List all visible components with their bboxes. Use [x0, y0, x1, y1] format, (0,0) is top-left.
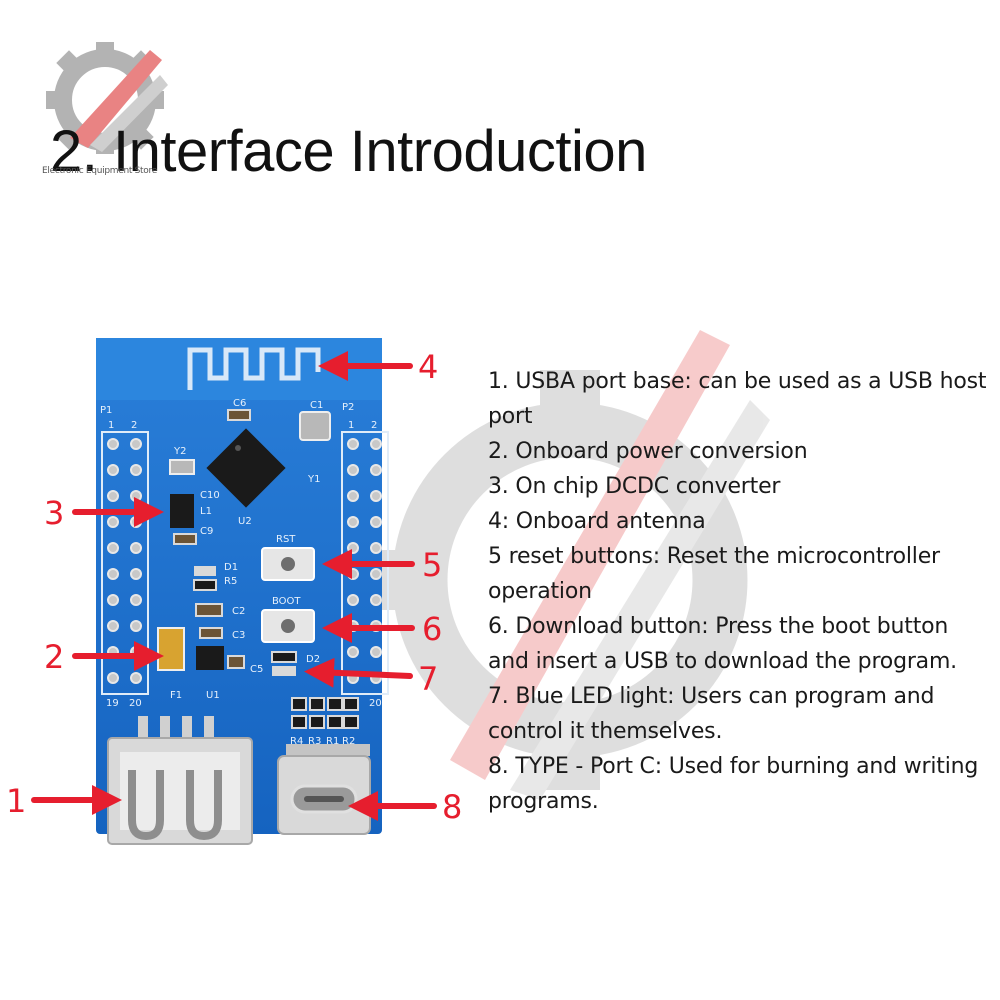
description-item-5: 5 reset buttons: Reset the microcontroll…: [488, 544, 940, 604]
label-r5: R5: [224, 576, 237, 587]
callout-number-4: 4: [418, 348, 438, 386]
onboard-antenna: [187, 347, 321, 390]
description-item-4: 4: Onboard antenna: [488, 509, 706, 534]
label-l1: L1: [200, 506, 212, 517]
dcdc-converter: [170, 494, 194, 528]
description-item-2: 2. Onboard power conversion: [488, 439, 808, 464]
label-rst: RST: [276, 534, 296, 545]
crystal-y1: [299, 411, 331, 441]
label-p2: P2: [342, 402, 354, 413]
pin-header-left: [101, 431, 149, 695]
page-title: 2. Interface Introduction: [50, 119, 647, 184]
description-item-8: 8. TYPE - Port C: Used for burning and w…: [488, 754, 979, 814]
label-c9: C9: [200, 526, 213, 537]
label-c5: C5: [250, 664, 263, 675]
label-pin-1-right: 1: [348, 420, 354, 431]
regulator-u1: [196, 646, 224, 670]
resistor-array: [291, 697, 359, 729]
label-pin-2-left: 2: [131, 420, 137, 431]
callout-number-8: 8: [442, 788, 462, 826]
label-pin-1-left: 1: [108, 420, 114, 431]
cap-c9: [173, 533, 197, 545]
callout-number-5: 5: [422, 546, 442, 584]
callout-number-2: 2: [44, 638, 64, 676]
cap-c2: [195, 603, 223, 617]
callout-number-7: 7: [418, 660, 438, 698]
background-watermark-icon: [370, 330, 770, 800]
label-d1: D1: [224, 562, 238, 573]
usb-a-port: [107, 716, 253, 845]
cap-c3: [199, 627, 223, 639]
resistor-d2-top: [271, 651, 297, 663]
resistor-r5: [193, 579, 217, 591]
usb-c-port: [277, 744, 371, 835]
cap-c5: [227, 655, 245, 669]
label-r1: R1: [326, 736, 339, 747]
label-u1: U1: [206, 690, 220, 701]
label-c3: C3: [232, 630, 245, 641]
led-d1: [194, 566, 216, 576]
label-c6: C6: [233, 398, 246, 409]
label-pin-2-right: 2: [371, 420, 377, 431]
label-pin-20-right: 20: [369, 698, 382, 709]
callout-number-3: 3: [44, 494, 64, 532]
label-pin-19-left: 19: [106, 698, 119, 709]
gear-logo-icon: [46, 42, 168, 154]
label-r2: R2: [342, 736, 355, 747]
blue-led: [272, 666, 296, 676]
label-r3: R3: [308, 736, 321, 747]
label-f1: F1: [170, 690, 182, 701]
description-item-1: 1. USBA port base: can be used as a USB …: [488, 369, 987, 429]
callout-arrow-7: [304, 657, 413, 688]
description-list: 1. USBA port base: can be used as a USB …: [488, 364, 988, 819]
label-p1: P1: [100, 405, 112, 416]
crystal-y2: [169, 459, 195, 475]
cap-c6: [227, 409, 251, 421]
callout-number-6: 6: [422, 610, 442, 648]
description-item-7: 7. Blue LED light: Users can program and…: [488, 684, 935, 744]
mcu-chip: [206, 428, 286, 508]
label-u2: U2: [238, 516, 252, 527]
label-c1: C1: [310, 400, 323, 411]
brand-caption: Electronic Equipment Store: [42, 166, 157, 176]
label-r4: R4: [290, 736, 303, 747]
description-item-3: 3. On chip DCDC converter: [488, 474, 781, 499]
label-y1: Y1: [307, 474, 320, 485]
description-item-6: 6. Download button: Press the boot butto…: [488, 614, 957, 674]
label-pin-20-left: 20: [129, 698, 142, 709]
label-c2: C2: [232, 606, 245, 617]
label-boot: BOOT: [272, 596, 301, 607]
label-y2: Y2: [173, 446, 186, 457]
callout-number-1: 1: [6, 782, 26, 820]
label-c10: C10: [200, 490, 220, 501]
